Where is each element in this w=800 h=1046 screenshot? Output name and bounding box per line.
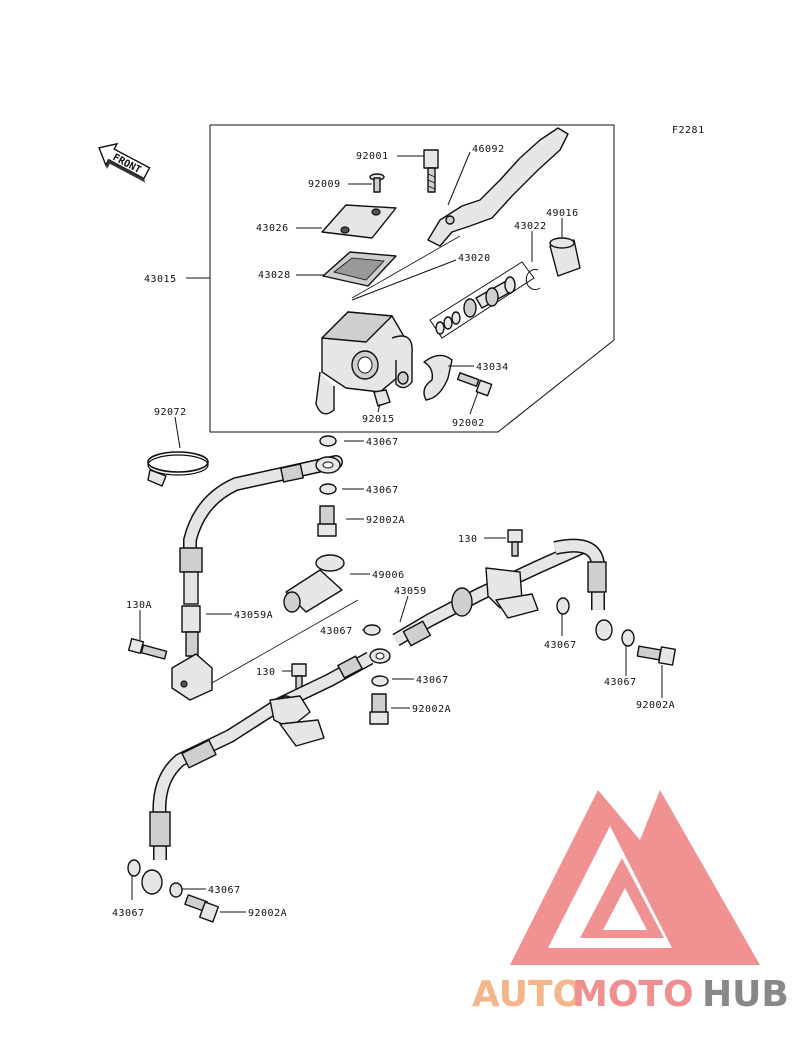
callout-43067-h: 43067 [112,908,145,919]
callout-46092: 46092 [472,144,505,155]
watermark: AUTO MOTO HUB [472,790,789,1015]
reservoir-cap [321,204,397,239]
callout-92072: 92072 [154,407,187,418]
callout-92002a-d: 92002A [248,908,287,919]
washer [371,675,389,687]
bleed-nut [373,389,391,407]
callout-43067-b: 43067 [366,485,399,496]
callout-130a: 130A [126,600,152,611]
callout-92002a-c: 92002A [636,700,675,711]
master-cylinder-body [315,311,413,415]
guide-lines [195,235,461,693]
callout-43059: 43059 [394,586,427,597]
banjo-bolt [317,505,337,537]
callout-130-a: 130 [458,534,478,545]
callout-92015: 92015 [362,414,395,425]
washer [363,624,381,636]
callout-43067-g: 43067 [208,885,241,896]
callout-92001: 92001 [356,151,389,162]
circlip [525,269,541,290]
front-arrow-icon: FRONT [98,142,151,183]
callout-49016: 49016 [546,208,579,219]
callout-43067-d: 43067 [544,640,577,651]
washer [127,859,141,877]
grommet [283,554,345,613]
bracket-bolt [507,529,523,557]
bracket-bolt [291,663,307,691]
callout-92002a-a: 92002A [366,515,405,526]
lower-brake-hose [141,651,374,895]
banjo-bolt [369,693,389,725]
upper-brake-hose [179,455,343,657]
callout-43022: 43022 [514,221,547,232]
assembly-frame [209,124,615,433]
three-way-joint [171,653,213,701]
callout-43026: 43026 [256,223,289,234]
watermark-auto: AUTO [472,974,583,1015]
callout-43059a: 43059A [234,610,273,621]
washer [556,597,570,615]
handlebar-clamp [423,354,453,401]
pivot-bolt [423,149,439,193]
callout-92002: 92002 [452,418,485,429]
watermark-triangle-hole [603,888,647,930]
callout-130-b: 130 [256,667,276,678]
leader-lines [131,151,663,913]
callout-43067-f: 43067 [604,677,637,688]
hose-clamp-band [147,451,209,487]
piston-kit [435,276,516,335]
banjo-bolt [636,645,676,666]
middle-brake-hose [369,539,588,664]
callout-92009: 92009 [308,179,341,190]
figure-code: F2281 [672,125,705,136]
watermark-moto: MOTO [572,974,694,1015]
callout-43067-e: 43067 [416,675,449,686]
callout-labels: 92001 46092 92009 43026 43022 49016 4302… [112,144,675,919]
callout-43067-c: 43067 [320,626,353,637]
washer [319,435,337,447]
callout-43067-a: 43067 [366,437,399,448]
callout-43015: 43015 [144,274,177,285]
joint-bolt [127,637,168,660]
washer [169,882,183,898]
clamp-bolt [456,372,493,397]
right-hose-end [553,538,613,641]
washer [621,629,635,647]
callout-43028: 43028 [258,270,291,281]
cover-screw [369,173,385,193]
callout-43034: 43034 [476,362,509,373]
callout-49006: 49006 [372,570,405,581]
callout-43020: 43020 [458,253,491,264]
watermark-hub: HUB [702,974,789,1015]
dust-boot [549,237,581,277]
callout-92002a-b: 92002A [412,704,451,715]
banjo-bolt [184,894,220,923]
washer [319,483,337,495]
brake-lever [427,127,569,247]
